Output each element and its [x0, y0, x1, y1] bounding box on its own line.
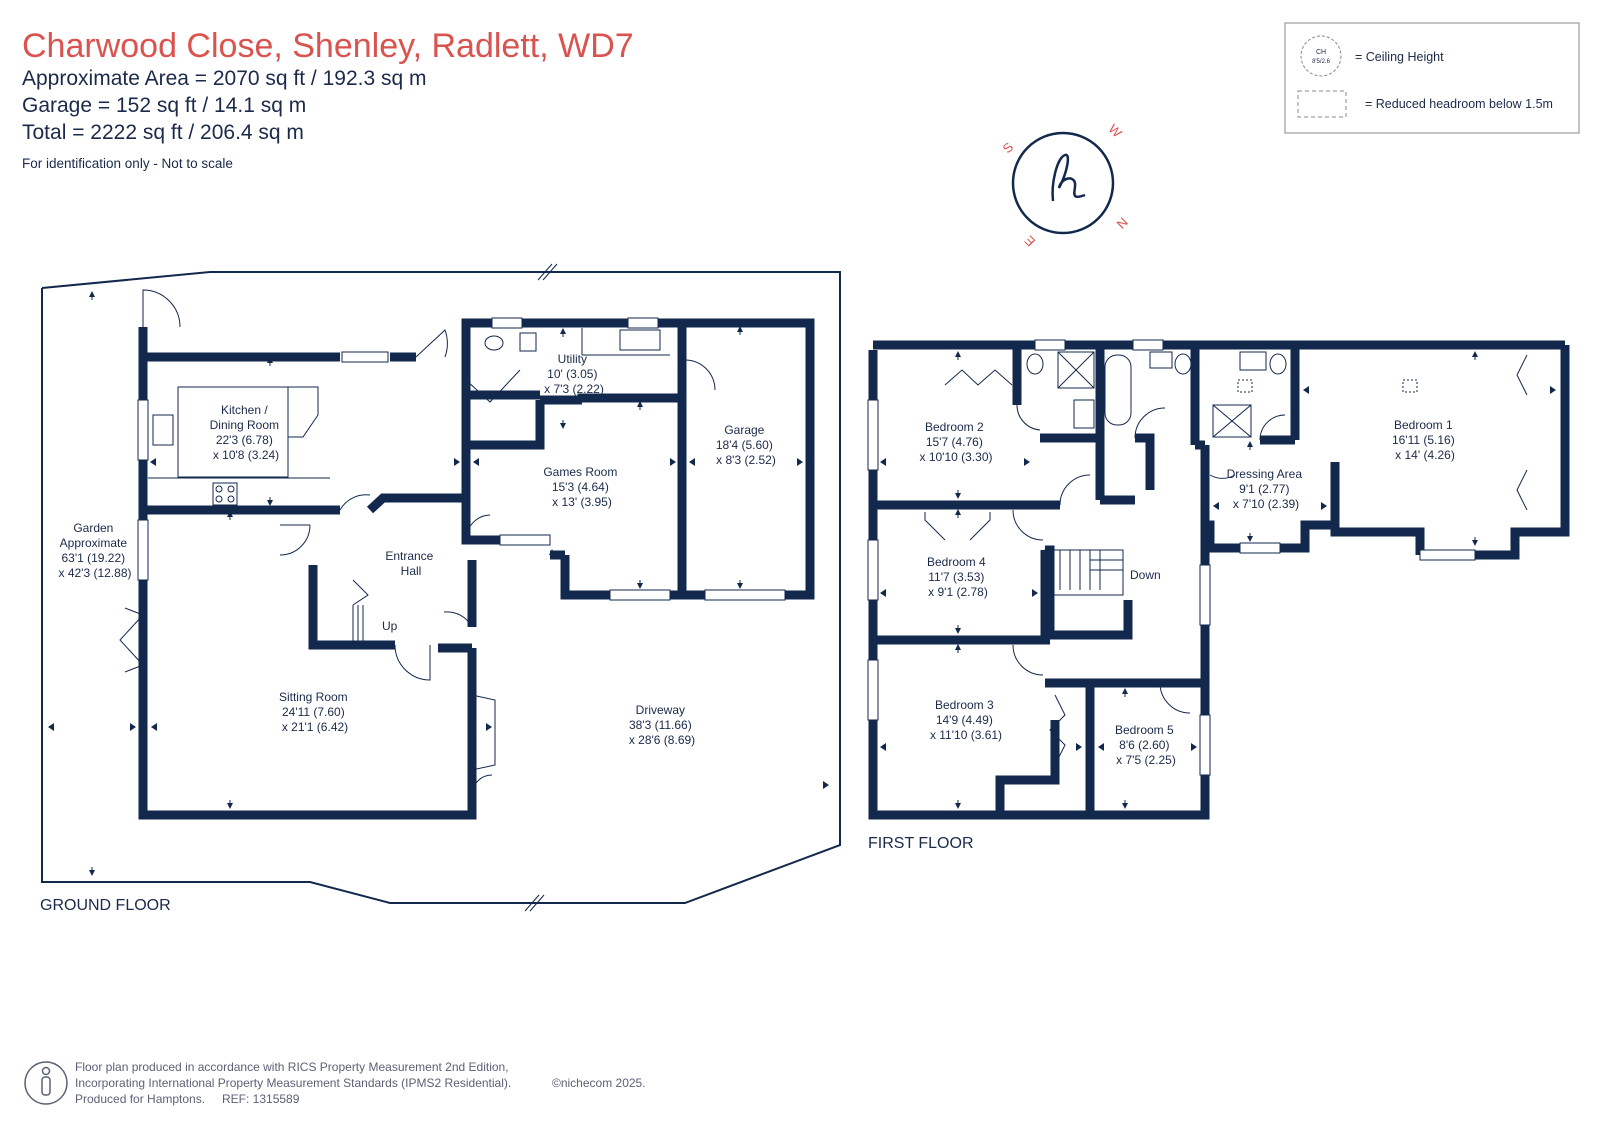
label-dressing-area: Dressing Area 9'1 (2.77) x 7'10 (2.39) — [1227, 467, 1306, 511]
first-fittings — [1026, 351, 1418, 596]
ground-floor: Kitchen / Dining Room 22'3 (6.78) x 10'8… — [40, 263, 841, 914]
label-bedroom1: Bedroom 1 16'11 (5.16) x 14' (4.26) — [1392, 418, 1458, 462]
first-floor-label: FIRST FLOOR — [868, 835, 974, 852]
ceiling-height-marker-b1 — [1402, 379, 1418, 393]
label-stairs-up: Up — [382, 619, 398, 633]
ground-openings — [119, 289, 786, 796]
kitchen-island — [177, 386, 289, 478]
compass-e: E — [1021, 233, 1038, 250]
kitchen-side-window — [137, 399, 149, 461]
label-stairs-down: Down — [1130, 568, 1161, 582]
compass-w: W — [1106, 121, 1126, 141]
first-openings — [867, 339, 1528, 776]
bath-icon — [1104, 354, 1132, 426]
label-bedroom3: Bedroom 3 14'9 (4.49) x 11'10 (3.61) — [930, 698, 1002, 742]
legend-box: CH 8'5/2.6 = Ceiling Height = Reduced he… — [1284, 22, 1580, 134]
label-kitchen: Kitchen / Dining Room 22'3 (6.78) x 10'8… — [210, 403, 283, 462]
approximate-area: Approximate Area = 2070 sq ft / 192.3 sq… — [22, 67, 427, 90]
games-room-window — [499, 534, 551, 546]
first-dimension-arrows — [880, 350, 1556, 810]
reduced-headroom-icon — [1297, 90, 1347, 118]
label-entrance-hall: Entrance Hall — [385, 549, 436, 578]
bay-window — [471, 694, 496, 771]
ground-dimension-arrows — [48, 290, 829, 877]
toilet-icon — [484, 335, 504, 351]
footer-ref: REF: 1315589 — [222, 1092, 300, 1106]
ch-icon-text-1: CH — [1316, 49, 1326, 56]
wardrobe-bedroom2 — [944, 369, 1013, 386]
stairs-up — [352, 579, 369, 645]
first-floor: Bedroom 2 15'7 (4.76) x 10'10 (3.30) Bed… — [867, 339, 1570, 852]
legend-reduced-headroom: = Reduced headroom below 1.5m — [1365, 97, 1553, 111]
sitting-side-window — [137, 519, 149, 581]
compass-n: N — [1114, 215, 1131, 232]
total-area: Total = 2222 sq ft / 206.4 sq m — [22, 121, 304, 144]
compass-s: S — [999, 139, 1016, 156]
label-sitting-room: Sitting Room 24'11 (7.60) x 21'1 (6.42) — [279, 690, 351, 734]
hob-icon — [212, 482, 238, 506]
label-utility: Utility 10' (3.05) x 7'3 (2.22) — [544, 352, 604, 396]
basin-icon-ff1 — [1073, 399, 1095, 429]
label-garage: Garage 18'4 (5.60) x 8'3 (2.52) — [716, 423, 776, 467]
ground-floor-label: GROUND FLOOR — [40, 897, 171, 914]
french-doors — [119, 607, 144, 673]
garage-area: Garage = 152 sq ft / 14.1 sq m — [22, 94, 306, 117]
utility-sink-icon — [619, 329, 661, 351]
toilet-icon-ff2 — [1174, 353, 1192, 375]
shower-icon-ff2 — [1212, 404, 1252, 438]
rics-person-icon — [24, 1061, 68, 1105]
wardrobe-bedroom4 — [924, 512, 991, 541]
basin-icon — [519, 332, 537, 352]
footer-line2: Incorporating International Property Mea… — [75, 1076, 511, 1090]
ground-fittings — [148, 328, 670, 645]
compass-ring — [1011, 131, 1115, 235]
wardrobe-bedroom3 — [1049, 694, 1066, 766]
label-garden: Garden Approximate 63'1 (19.22) x 42'3 (… — [58, 521, 131, 580]
ground-walls — [138, 318, 815, 820]
bedroom3-window — [867, 659, 879, 721]
shower-icon-ff1 — [1057, 351, 1095, 389]
logo-icon — [1051, 153, 1086, 202]
toilet-icon-ff1 — [1026, 353, 1044, 375]
games-room-front-window — [609, 589, 671, 601]
footer-line3: Produced for Hamptons. — [75, 1092, 205, 1106]
stairs-down — [1044, 549, 1124, 596]
legend-ceiling-height: = Ceiling Height — [1355, 50, 1444, 64]
footer: Floor plan produced in accordance with R… — [24, 1060, 646, 1106]
ch-icon-text-2: 8'5/2.6 — [1312, 59, 1330, 65]
bedroom2-window — [867, 399, 879, 471]
label-bedroom4: Bedroom 4 11'7 (3.53) x 9'1 (2.78) — [927, 555, 989, 599]
toilet-icon-ff3 — [1269, 353, 1287, 375]
disclaimer: For identification only - Not to scale — [22, 156, 233, 171]
basin-icon-ff2 — [1149, 351, 1173, 369]
label-bedroom5: Bedroom 5 8'6 (2.60) x 7'5 (2.25) — [1115, 723, 1177, 767]
kitchen-window — [341, 351, 389, 363]
first-walls — [868, 340, 1570, 820]
ground-room-labels: Kitchen / Dining Room 22'3 (6.78) x 10'8… — [58, 352, 776, 747]
property-title: Charwood Close, Shenley, Radlett, WD7 — [22, 27, 634, 65]
wardrobe-bedroom1 — [1516, 354, 1528, 511]
label-games-room: Games Room 15'3 (4.64) x 13' (3.95) — [543, 465, 620, 509]
footer-line1: Floor plan produced in accordance with R… — [75, 1060, 509, 1074]
first-room-labels: Bedroom 2 15'7 (4.76) x 10'10 (3.30) Bed… — [919, 418, 1458, 767]
kitchen-sink-icon — [152, 414, 174, 446]
footer-copyright: ©nichecom 2025. — [552, 1076, 646, 1090]
bedroom4-window — [867, 539, 879, 601]
header: Charwood Close, Shenley, Radlett, WD7 Ap… — [22, 27, 634, 171]
garage-door — [704, 589, 786, 601]
site-boundary — [41, 271, 841, 904]
label-bedroom2: Bedroom 2 15'7 (4.76) x 10'10 (3.30) — [919, 420, 992, 464]
ceiling-height-marker — [1237, 379, 1253, 393]
label-driveway: Driveway 38'3 (11.66) x 28'6 (8.69) — [629, 703, 695, 747]
landing-window — [1199, 564, 1211, 626]
ceiling-height-icon: CH 8'5/2.6 — [1300, 35, 1342, 77]
compass: W S N E — [999, 121, 1130, 249]
basin-icon-ff3 — [1239, 351, 1267, 371]
bedroom5-window — [1199, 714, 1211, 776]
